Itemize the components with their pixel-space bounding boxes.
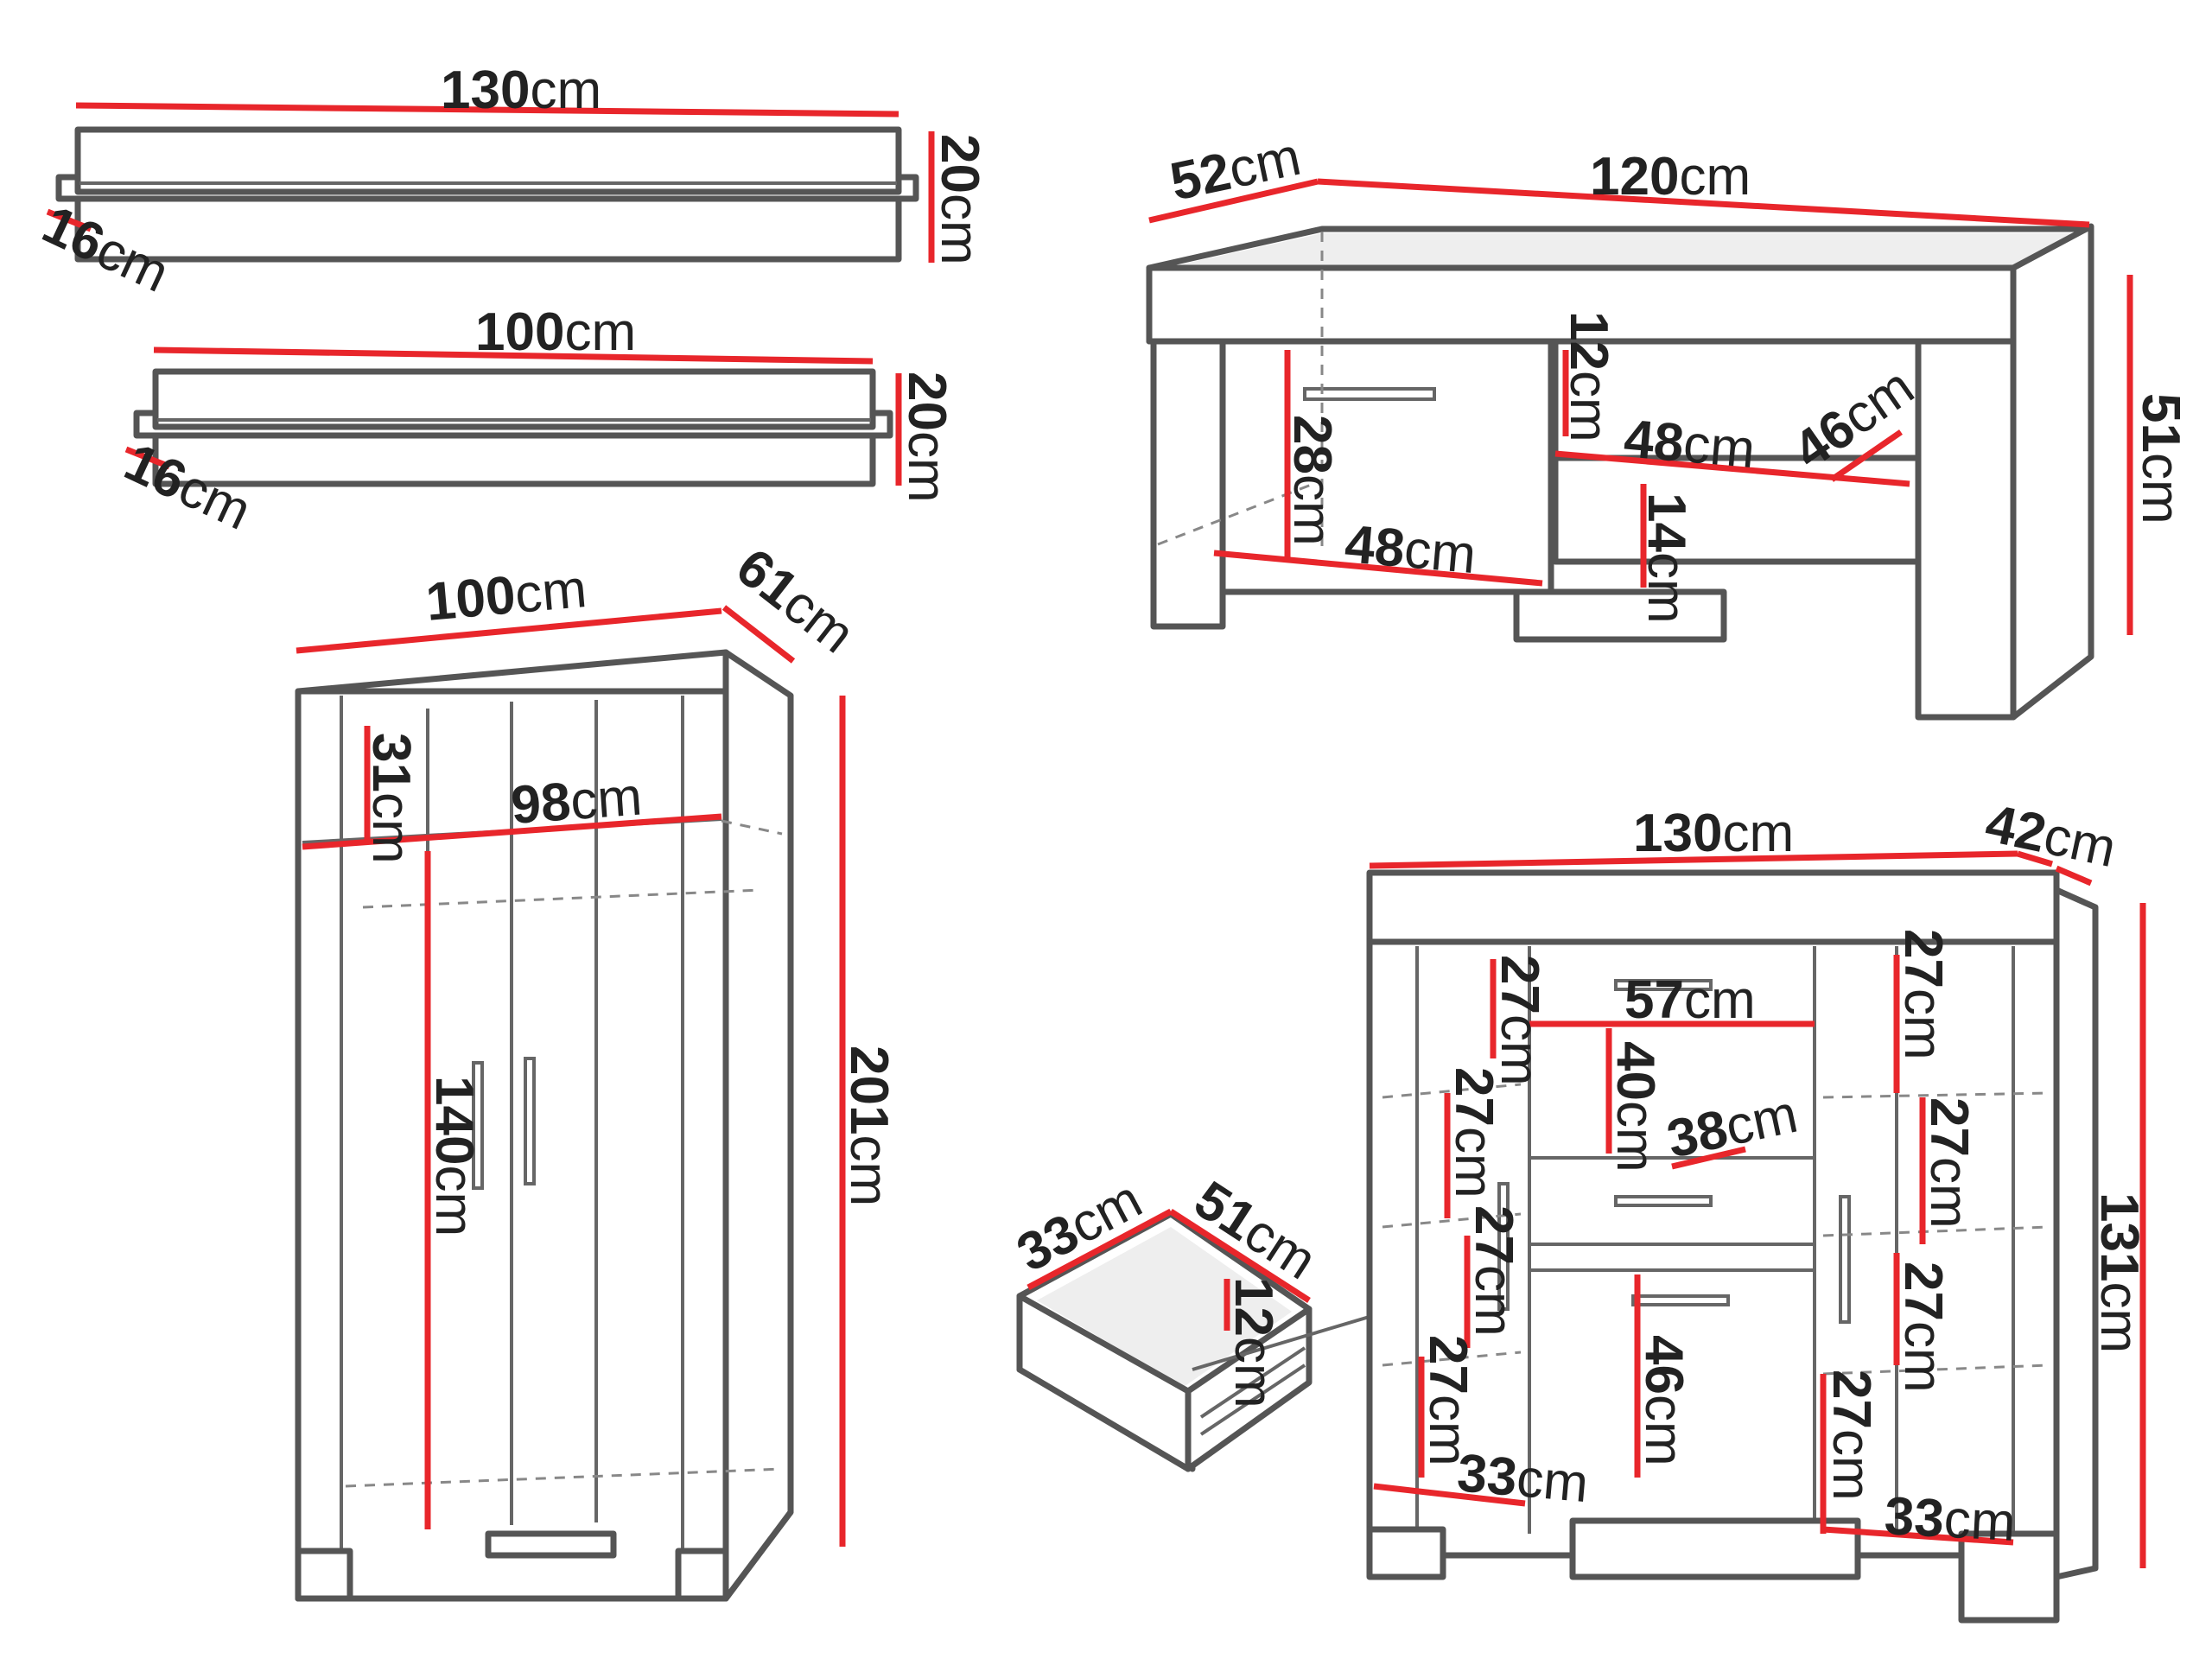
shelf-large bbox=[46, 102, 935, 263]
sideboard-left-shelf-3-label: 27cm bbox=[1464, 1205, 1523, 1337]
sideboard-bottom-door-height-label: 46cm bbox=[1634, 1335, 1694, 1466]
sideboard-left-shelf-4-label: 27cm bbox=[1418, 1335, 1478, 1466]
wardrobe-width-label: 100cm bbox=[423, 559, 588, 632]
sideboard-height-label: 131cm bbox=[2089, 1192, 2149, 1353]
tv-stand-drawer-width-label: 48cm bbox=[1343, 514, 1478, 585]
wardrobe bbox=[295, 605, 846, 1602]
tv-stand-compartment-width-label: 48cm bbox=[1622, 409, 1758, 480]
sideboard-right-bottom-width-label: 33cm bbox=[1883, 1486, 2017, 1553]
tv-stand-upper-compartment-height-label: 12cm bbox=[1559, 311, 1618, 442]
wardrobe-top-compartment-height-label: 31cm bbox=[361, 733, 421, 864]
sideboard-left-shelf-2-label: 27cm bbox=[1444, 1067, 1503, 1198]
sideboard-depth-label: 42cm bbox=[1980, 793, 2121, 879]
sideboard-right-shelf-1-label: 27cm bbox=[1893, 929, 1953, 1060]
shelf-small-width-label: 100cm bbox=[475, 302, 636, 362]
drawer bbox=[1016, 1208, 1643, 1472]
sideboard-right-shelf-3-label: 27cm bbox=[1893, 1262, 1953, 1393]
shelf-large-width-label: 130cm bbox=[441, 60, 601, 120]
wardrobe-depth-label: 61cm bbox=[725, 537, 865, 665]
tv-stand-height-label: 51cm bbox=[2131, 393, 2190, 524]
tv-stand-width-label: 120cm bbox=[1590, 147, 1751, 207]
shelf-small-height-label: 20cm bbox=[897, 372, 957, 503]
wardrobe-hanging-height-label: 140cm bbox=[424, 1076, 484, 1236]
sideboard-right-shelf-4-label: 27cm bbox=[1821, 1370, 1881, 1501]
sideboard-left-shelf-1-label: 27cm bbox=[1490, 955, 1549, 1086]
sideboard-right-shelf-2-label: 27cm bbox=[1919, 1097, 1979, 1229]
sideboard-drawer-depth-label: 38cm bbox=[1662, 1084, 1803, 1170]
shelf-small bbox=[124, 346, 902, 487]
tv-stand-drawer-height-label: 28cm bbox=[1282, 415, 1342, 546]
tv-stand-lower-compartment-height-label: 14cm bbox=[1637, 493, 1696, 624]
tv-stand bbox=[1146, 178, 2133, 721]
sideboard-center-top-height-label: 40cm bbox=[1605, 1041, 1665, 1173]
wardrobe-inner-width-label: 98cm bbox=[509, 767, 644, 836]
wardrobe-height-label: 201cm bbox=[839, 1046, 899, 1206]
shelf-large-height-label: 20cm bbox=[930, 134, 989, 265]
tv-stand-depth-label: 52cm bbox=[1166, 127, 1306, 213]
sideboard bbox=[1366, 850, 2146, 1624]
sideboard-width-label: 130cm bbox=[1633, 804, 1794, 863]
sideboard-left-bottom-width-label: 33cm bbox=[1455, 1443, 1591, 1514]
sideboard-center-width-label: 57cm bbox=[1624, 970, 1756, 1030]
drawer-height-label: 12cm bbox=[1224, 1277, 1283, 1408]
